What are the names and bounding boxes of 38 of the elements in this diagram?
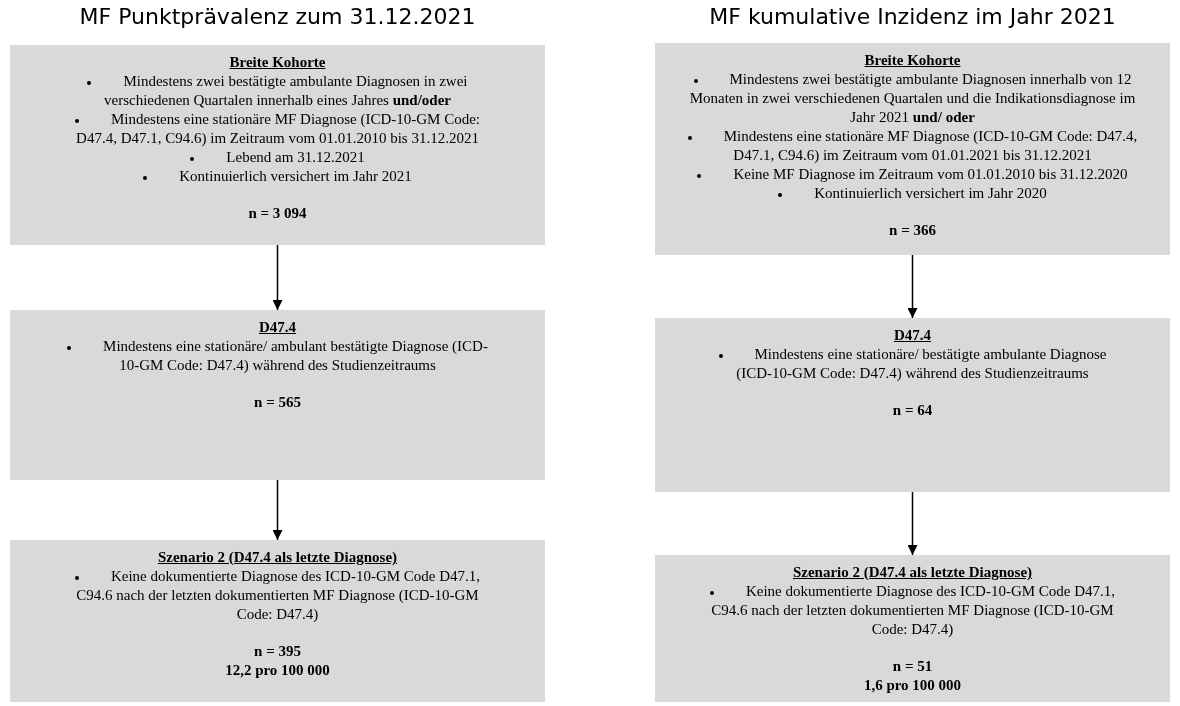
box-heading: Breite Kohorte xyxy=(864,51,961,70)
process-box xyxy=(10,540,545,702)
bullet-item: Mindestens zwei bestätigte ambulante Diagnosen innerhalb von 12 Monaten in zwei verschiedenen Quartalen und die Indikationsdiagnose im Jahr 2021 und/ oder xyxy=(679,70,1146,127)
count-text: 12,2 pro 100 000 xyxy=(225,661,330,680)
bullet-item: Kontinuierlich versichert im Jahr 2021 xyxy=(143,167,412,186)
bullet-item: Mindestens eine stationäre/ ambulant bestätigte Diagnose (ICD-10-GM Code: D47.4) während des Studienzeitraums xyxy=(67,337,488,375)
bullet-item: Keine dokumentierte Diagnose des ICD-10-GM Code D47.1, C94.6 nach der letzten dokumentierten MF Diagnose (ICD-10-GM Code: D47.4) xyxy=(62,567,493,624)
column-title: MF kumulative Inzidenz im Jahr 2021 xyxy=(708,4,1117,29)
arrow xyxy=(907,491,918,556)
process-box xyxy=(655,555,1170,702)
bullet-item: Keine dokumentierte Diagnose des ICD-10-GM Code D47.1, C94.6 nach der letzten dokumentierten MF Diagnose (ICD-10-GM Code: D47.4) xyxy=(707,582,1118,639)
box-heading: Szenario 2 (D47.4 als letzte Diagnose) xyxy=(792,563,1033,582)
column-title: MF Punktprävalenz zum 31.12.2021 xyxy=(78,4,477,29)
box-heading: Breite Kohorte xyxy=(229,53,326,72)
arrow xyxy=(272,244,283,311)
bullet-item: Keine MF Diagnose im Zeitraum vom 01.01.2010 bis 31.12.2020 xyxy=(697,165,1128,184)
process-box xyxy=(655,43,1170,255)
count-text: n = 51 xyxy=(892,657,933,676)
process-box xyxy=(10,310,545,480)
process-box xyxy=(10,45,545,245)
count-text: n = 565 xyxy=(254,393,301,412)
process-box xyxy=(655,318,1170,492)
bullet-item: Lebend am 31.12.2021 xyxy=(190,148,365,167)
box-heading: D47.4 xyxy=(258,318,297,337)
arrow xyxy=(272,479,283,541)
bullet-item: Mindestens eine stationäre MF Diagnose (ICD-10-GM Code: D47.4, D47.1, C94.6) im Zeitraum vom 01.01.2010 bis 31.12.2021 xyxy=(62,110,493,148)
bullet-item: Mindestens eine stationäre/ bestätigte ambulante Diagnose (ICD-10-GM Code: D47.4) während des Studienzeitraums xyxy=(707,345,1118,383)
count-text: 1,6 pro 100 000 xyxy=(863,676,962,695)
arrow xyxy=(907,254,918,319)
box-heading: Szenario 2 (D47.4 als letzte Diagnose) xyxy=(157,548,398,567)
count-text: n = 366 xyxy=(889,221,936,240)
count-text: n = 3 094 xyxy=(248,204,307,223)
bullet-item: Mindestens eine stationäre MF Diagnose (ICD-10-GM Code: D47.4, D47.1, C94.6) im Zeitraum vom 01.01.2021 bis 31.12.2021 xyxy=(679,127,1146,165)
count-text: n = 395 xyxy=(254,642,301,661)
box-heading: D47.4 xyxy=(893,326,932,345)
count-text: n = 64 xyxy=(892,401,933,420)
bullet-item: Kontinuierlich versichert im Jahr 2020 xyxy=(778,184,1047,203)
bullet-item: Mindestens zwei bestätigte ambulante Diagnosen in zwei verschiedenen Quartalen innerhalb eines Jahres und/oder xyxy=(62,72,493,110)
